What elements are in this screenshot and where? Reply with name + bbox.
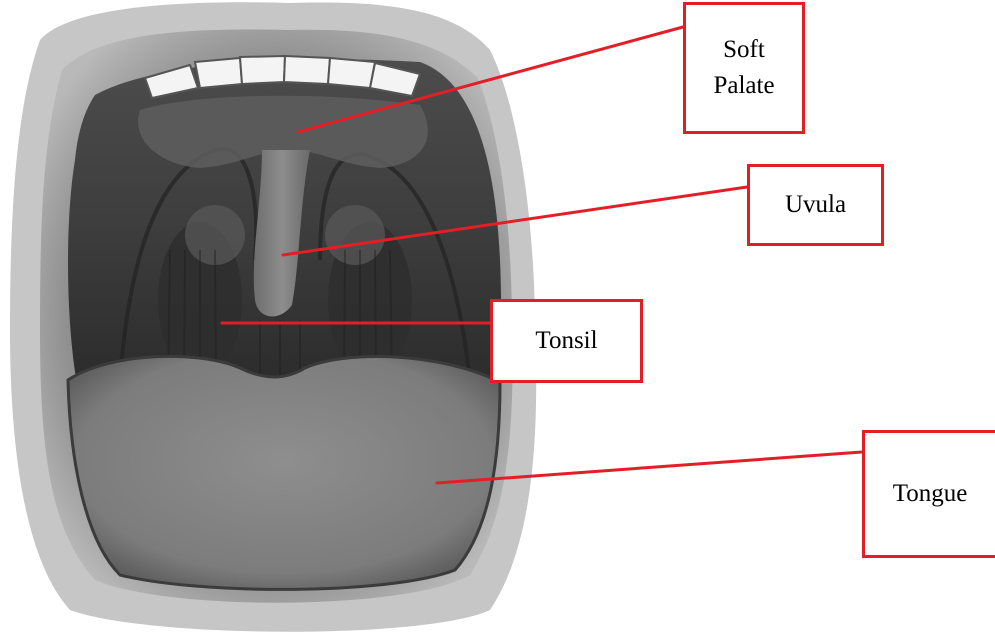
label-tongue: Tongue [862, 430, 995, 558]
label-tongue-text: Tongue [893, 476, 968, 512]
label-tonsil: Tonsil [490, 299, 643, 383]
label-uvula: Uvula [747, 164, 884, 246]
tongue [68, 356, 500, 589]
label-soft-palate: Soft Palate [683, 2, 805, 134]
label-tonsil-text: Tonsil [535, 323, 597, 359]
label-uvula-text: Uvula [785, 187, 846, 223]
label-soft-palate-text: Soft Palate [704, 32, 784, 105]
